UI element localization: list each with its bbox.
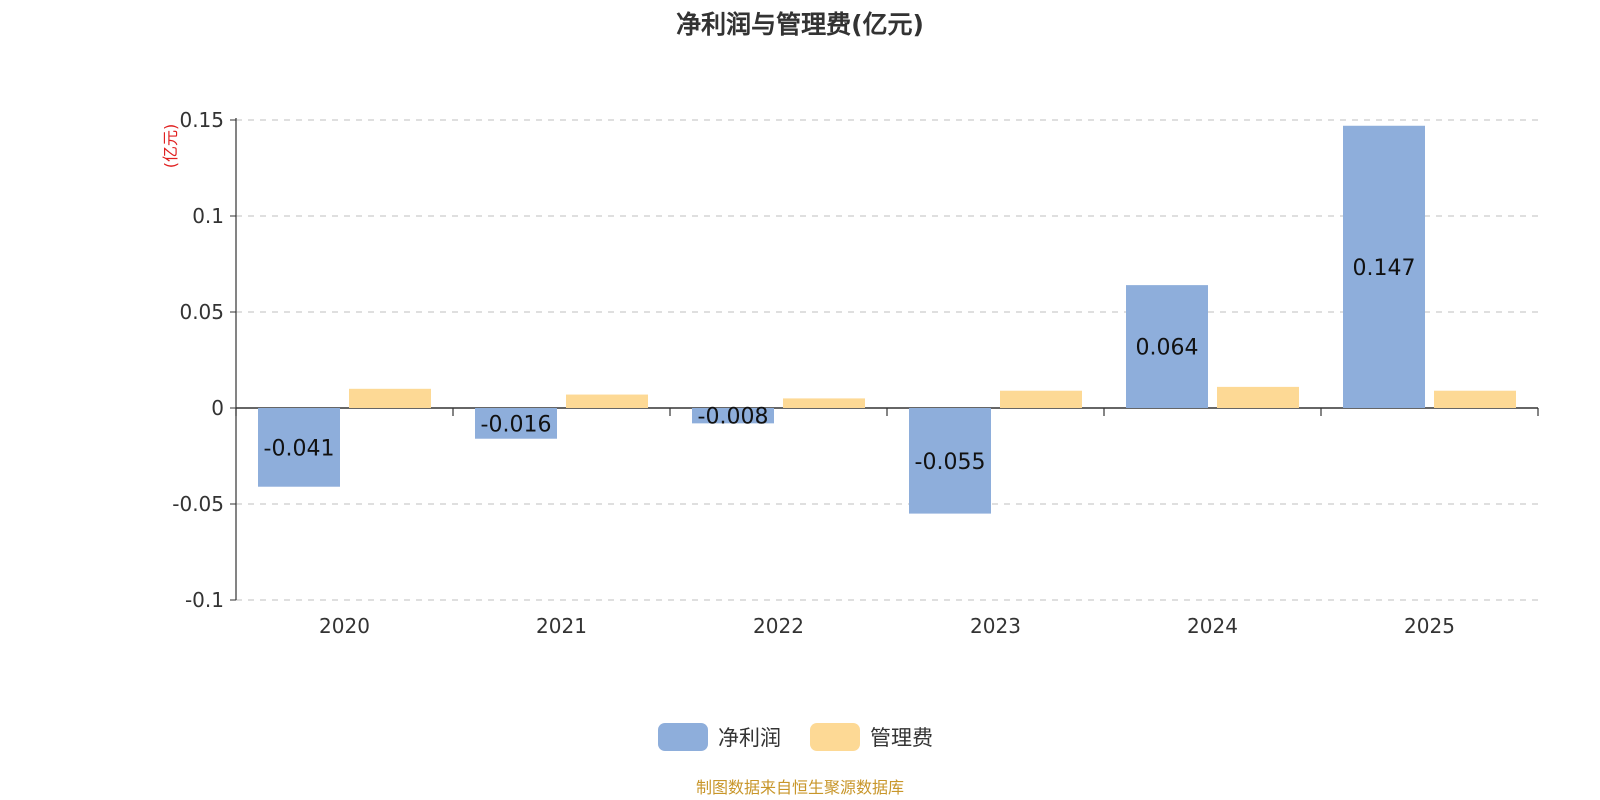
bar-admin-expense	[566, 394, 648, 408]
x-tick-label: 2022	[753, 614, 804, 638]
legend: 净利润 管理费	[658, 723, 933, 751]
bar-net-profit	[1126, 285, 1208, 408]
x-tick-label: 2024	[1187, 614, 1238, 638]
bar-net-profit	[475, 408, 557, 439]
legend-swatch[interactable]	[810, 723, 860, 751]
bars	[258, 125, 1516, 514]
x-tick-label: 2023	[970, 614, 1021, 638]
y-tick-label: 0.05	[179, 300, 224, 324]
y-tick-label: 0.1	[192, 204, 224, 228]
data-label: 0.064	[1136, 336, 1199, 361]
data-labels: -0.041 -0.016 -0.008 -0.055 0.064 0.147	[264, 256, 1416, 475]
bar-net-profit	[258, 408, 340, 487]
bar-admin-expense	[1434, 390, 1516, 408]
axes: 0.15 0.1 0.05 0 -0.05 -0.1 2020 2021 2022 2023 202…	[172, 108, 1539, 638]
x-tick-label: 2020	[319, 614, 370, 638]
y-axis-label: (亿元)	[161, 124, 180, 169]
data-label: 0.147	[1353, 256, 1416, 281]
data-label: -0.041	[264, 436, 335, 461]
bar-admin-expense	[349, 388, 431, 408]
data-label: -0.055	[915, 450, 986, 475]
y-tick-label: -0.05	[172, 492, 224, 516]
y-tick-label: -0.1	[185, 588, 224, 612]
source-note: 制图数据来自恒生聚源数据库	[696, 778, 904, 797]
bar-net-profit	[1343, 125, 1425, 408]
data-label: -0.008	[698, 405, 769, 430]
bar-admin-expense	[1000, 390, 1082, 408]
legend-swatch[interactable]	[658, 723, 708, 751]
x-tick-label: 2025	[1404, 614, 1455, 638]
bar-admin-expense	[783, 398, 865, 408]
bar-net-profit	[909, 408, 991, 514]
grid-lines	[236, 119, 1538, 601]
legend-label[interactable]: 管理费	[870, 726, 933, 750]
bar-admin-expense	[1217, 386, 1299, 408]
y-tick-label: 0.15	[179, 108, 224, 132]
y-tick-label: 0	[211, 396, 224, 420]
x-tick-label: 2021	[536, 614, 587, 638]
chart-title: 净利润与管理费(亿元)	[676, 10, 924, 39]
data-label: -0.016	[481, 412, 552, 437]
bar-net-profit	[692, 408, 774, 424]
legend-label[interactable]: 净利润	[718, 726, 781, 750]
